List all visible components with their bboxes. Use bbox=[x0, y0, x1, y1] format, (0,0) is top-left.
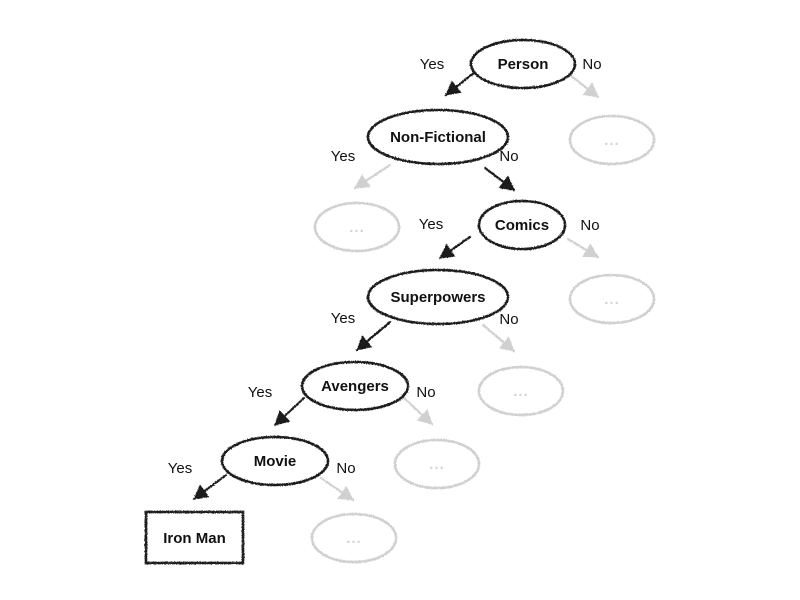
arrowhead bbox=[439, 243, 456, 259]
node-label: Comics bbox=[495, 217, 549, 234]
edge-label-yes-10: Yes bbox=[168, 460, 192, 477]
ghost-node-3: ... bbox=[477, 365, 565, 417]
edge-label-no-11: No bbox=[336, 460, 355, 477]
edge-label-no-3: No bbox=[499, 148, 518, 165]
active-edge-4 bbox=[438, 235, 472, 260]
edge-label-no-9: No bbox=[416, 384, 435, 401]
arrowhead bbox=[498, 336, 515, 352]
arrowhead bbox=[274, 410, 291, 426]
edges-group bbox=[192, 70, 600, 502]
arrowhead bbox=[416, 409, 433, 425]
ghost-node-label: ... bbox=[513, 383, 529, 400]
active-edge-10 bbox=[192, 473, 228, 501]
node-avengers: Avengers bbox=[300, 360, 410, 412]
node-ellipse bbox=[477, 199, 567, 251]
inactive-edge-5 bbox=[566, 237, 600, 259]
ghost-node-label: ... bbox=[349, 219, 365, 236]
inactive-edge-2 bbox=[353, 163, 392, 190]
node-ellipse bbox=[220, 435, 330, 487]
node-label: Movie bbox=[254, 453, 297, 470]
node-label: Person bbox=[498, 56, 549, 73]
inactive-edge-9 bbox=[402, 396, 434, 426]
inactive-edge-1 bbox=[568, 73, 600, 99]
node-ellipse bbox=[366, 108, 510, 166]
ghost-node-label: ... bbox=[429, 456, 445, 473]
node-comics: Comics bbox=[477, 199, 567, 251]
ghost-node-label: ... bbox=[346, 530, 362, 547]
node-non-fictional: Non-Fictional bbox=[366, 108, 510, 166]
arrowhead bbox=[445, 80, 462, 96]
ghost-node-1: ... bbox=[313, 201, 401, 253]
edge-label-no-7: No bbox=[499, 311, 518, 328]
edge-label-yes-8: Yes bbox=[248, 384, 272, 401]
arrowhead bbox=[193, 484, 210, 500]
node-ellipse bbox=[469, 38, 577, 90]
arrowhead bbox=[354, 174, 371, 189]
leaf-box bbox=[144, 510, 245, 565]
active-edge-0 bbox=[444, 70, 477, 97]
ghost-node-2: ... bbox=[568, 273, 656, 325]
active-edge-6 bbox=[355, 320, 392, 352]
leaf-iron-man: Iron Man bbox=[144, 510, 245, 565]
ghost-node-label: ... bbox=[604, 132, 620, 149]
ghost-node-5: ... bbox=[310, 512, 398, 564]
ghost-node-0: ... bbox=[568, 114, 656, 166]
active-edge-8 bbox=[273, 396, 306, 427]
active-edge-3 bbox=[483, 166, 516, 192]
node-label: Avengers bbox=[321, 378, 389, 395]
arrowhead bbox=[582, 82, 599, 98]
nodes-group: .................. PersonNon-FictionalCom… bbox=[144, 38, 656, 565]
ghost-node-label: ... bbox=[604, 291, 620, 308]
ghost-node-ellipse bbox=[568, 273, 656, 325]
inactive-edge-11 bbox=[319, 476, 355, 502]
node-label: Superpowers bbox=[390, 289, 485, 306]
edge-label-yes-2: Yes bbox=[331, 148, 355, 165]
node-ellipse bbox=[300, 360, 410, 412]
inactive-edge-7 bbox=[481, 323, 516, 353]
ghost-node-ellipse bbox=[568, 114, 656, 166]
node-label: Non-Fictional bbox=[390, 129, 486, 146]
node-movie: Movie bbox=[220, 435, 330, 487]
ghost-node-ellipse bbox=[310, 512, 398, 564]
arrowhead bbox=[582, 243, 599, 258]
leaf-label: Iron Man bbox=[163, 530, 226, 547]
ghost-node-ellipse bbox=[477, 365, 565, 417]
edge-label-yes-6: Yes bbox=[331, 310, 355, 327]
edge-label-no-5: No bbox=[580, 217, 599, 234]
edge-label-yes-4: Yes bbox=[419, 216, 443, 233]
ghost-node-ellipse bbox=[393, 438, 481, 490]
node-superpowers: Superpowers bbox=[366, 268, 510, 326]
node-person: Person bbox=[469, 38, 577, 90]
arrowhead bbox=[498, 175, 515, 191]
node-ellipse bbox=[366, 268, 510, 326]
arrowhead bbox=[356, 335, 373, 351]
edge-label-no-1: No bbox=[582, 56, 601, 73]
ghost-node-ellipse bbox=[313, 201, 401, 253]
arrowhead bbox=[337, 485, 354, 501]
ghost-node-4: ... bbox=[393, 438, 481, 490]
edge-label-yes-0: Yes bbox=[420, 56, 444, 73]
